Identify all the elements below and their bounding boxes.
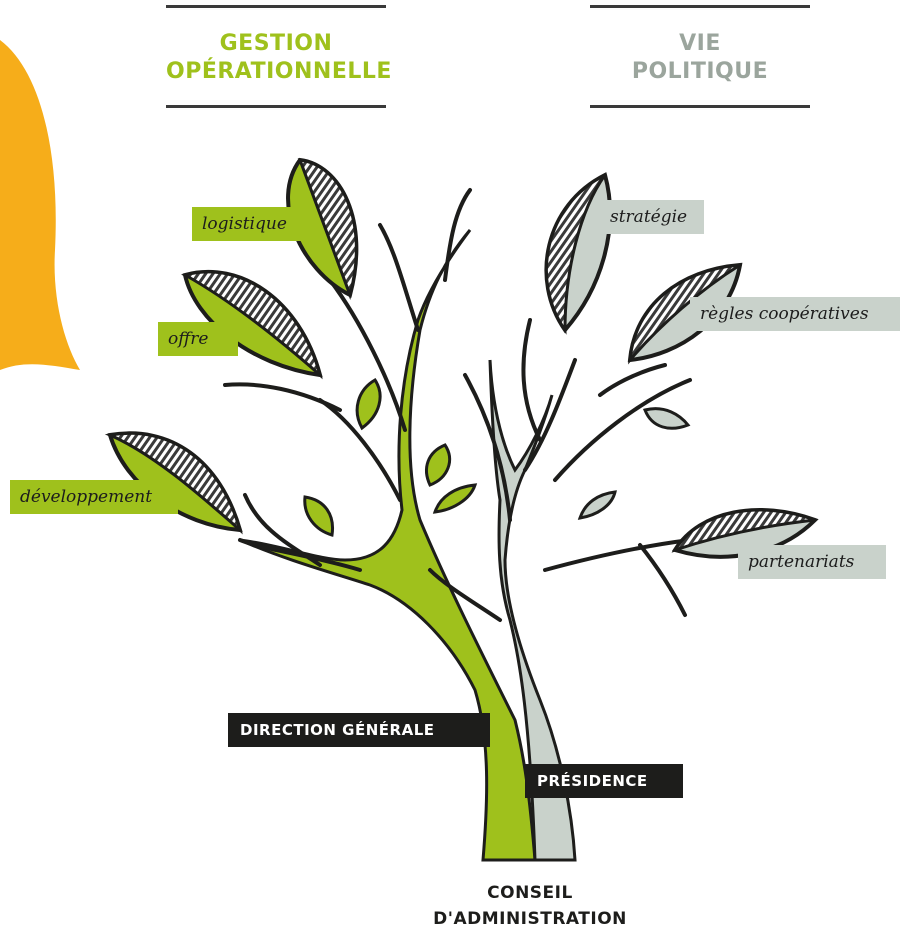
heading-line2: POLITIQUE: [631, 59, 769, 84]
label-direction-generale: DIRECTION GÉNÉRALE: [228, 713, 490, 747]
orange-bubble-shape: [0, 40, 80, 370]
label-conseil-administration: CONSEIL D'ADMINISTRATION: [400, 880, 660, 932]
label-presidence: PRÉSIDENCE: [525, 764, 683, 798]
base-line2: D'ADMINISTRATION: [433, 909, 627, 929]
grey-trunk: [488, 359, 577, 862]
branches: [223, 188, 692, 622]
leaf-strategie: [544, 172, 613, 335]
base-line1: CONSEIL: [487, 883, 573, 903]
tag-strategie: stratégie: [600, 200, 704, 234]
heading-rule-bottom: [590, 105, 810, 108]
tag-logistique: logistique: [192, 207, 304, 241]
leaf-logistique: [286, 157, 359, 300]
tag-developpement: développement: [10, 480, 178, 514]
tag-offre: offre: [158, 322, 238, 356]
leaf-offre: [181, 269, 323, 380]
green-trunk: [239, 229, 537, 862]
tag-regles-cooperatives: règles coopératives: [690, 297, 900, 331]
heading-rule-top: [590, 5, 810, 8]
heading-line1: VIE: [679, 31, 721, 56]
heading-rule-top: [166, 5, 386, 8]
heading-vie-politique: VIE POLITIQUE: [590, 5, 810, 108]
small-leaves: [303, 377, 691, 537]
heading-rule-bottom: [166, 105, 386, 108]
tag-partenariats: partenariats: [738, 545, 886, 579]
heading-line1: GESTION: [219, 31, 333, 56]
heading-gestion-operationnelle: GESTION OPÉRATIONNELLE: [166, 5, 392, 108]
heading-line2: OPÉRATIONNELLE: [166, 59, 392, 84]
